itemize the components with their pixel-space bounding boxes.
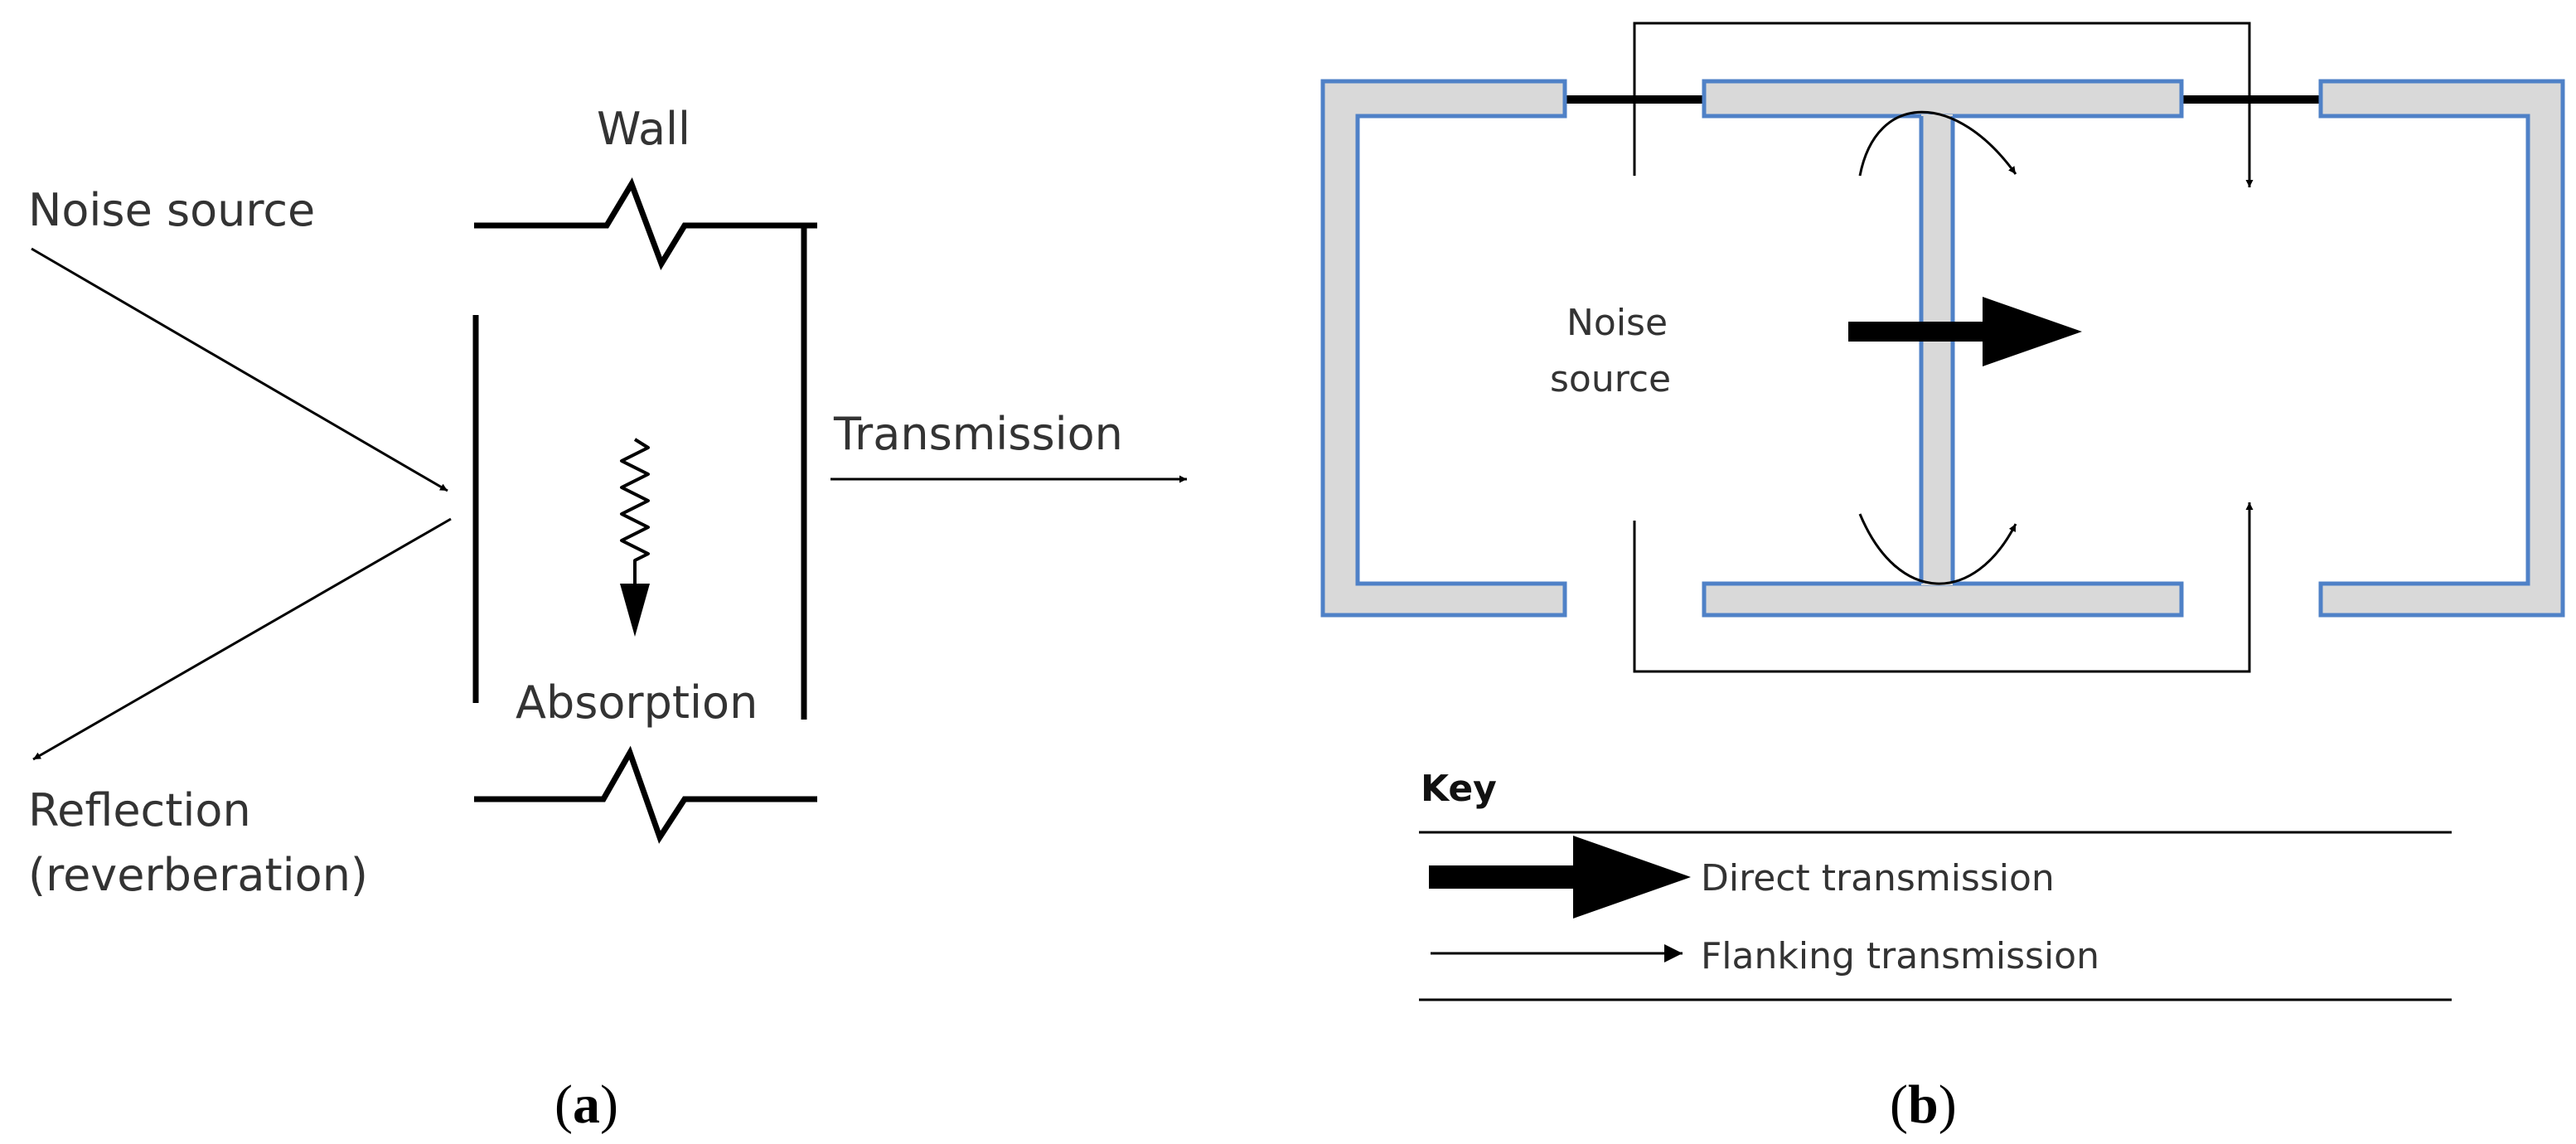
noise-source-b-line2: source xyxy=(1550,358,1671,400)
reverberation-label: (reverberation) xyxy=(28,849,368,901)
key: Key Direct transmission Flanking transmi… xyxy=(1419,768,2452,1001)
walls xyxy=(1320,79,2565,618)
caption-a: (a) xyxy=(554,1074,618,1135)
caption-a-open: ( xyxy=(554,1074,573,1135)
absorption-label: Absorption xyxy=(516,676,758,729)
key-direct-arrow xyxy=(1429,836,1691,919)
separating-wall xyxy=(1921,114,1953,585)
reflection-label: Reflection xyxy=(28,784,251,836)
panel-a: Wall Noise source Transmission Absorptio… xyxy=(28,103,1187,1135)
wall-label: Wall xyxy=(597,103,690,155)
wall-bottom-line xyxy=(474,745,817,844)
flanking-curve-top xyxy=(1858,110,2017,177)
wall-top-line xyxy=(474,177,817,270)
key-flanking-label: Flanking transmission xyxy=(1701,935,2099,977)
noise-source-label: Noise source xyxy=(28,184,315,236)
caption-b: (b) xyxy=(1890,1074,1957,1135)
key-title: Key xyxy=(1421,768,1497,810)
incident-arrow xyxy=(31,247,448,492)
reflection-arrow xyxy=(32,517,452,761)
flanking-curve-bottom xyxy=(1858,513,2017,585)
caption-b-open: ( xyxy=(1890,1074,1908,1135)
caption-b-letter: b xyxy=(1908,1074,1939,1135)
key-direct-label: Direct transmission xyxy=(1701,857,2055,899)
direct-transmission-arrow xyxy=(1848,297,2082,366)
left-wall xyxy=(1320,79,1567,618)
absorption-arrowhead xyxy=(620,584,650,637)
caption-b-close: ) xyxy=(1939,1074,1957,1135)
caption-a-close: ) xyxy=(600,1074,618,1135)
absorption-wave xyxy=(620,438,650,585)
top-middle-wall xyxy=(1702,79,2184,119)
flanking-path-bottom xyxy=(1633,502,2254,673)
caption-a-letter: a xyxy=(573,1074,600,1135)
noise-source-b-line1: Noise xyxy=(1566,302,1668,344)
transmission-label: Transmission xyxy=(833,408,1123,460)
right-wall xyxy=(2318,79,2565,618)
panel-b: Noise source Key Direct transmission Fla… xyxy=(1320,22,2565,1135)
bottom-middle-wall xyxy=(1702,581,2184,618)
